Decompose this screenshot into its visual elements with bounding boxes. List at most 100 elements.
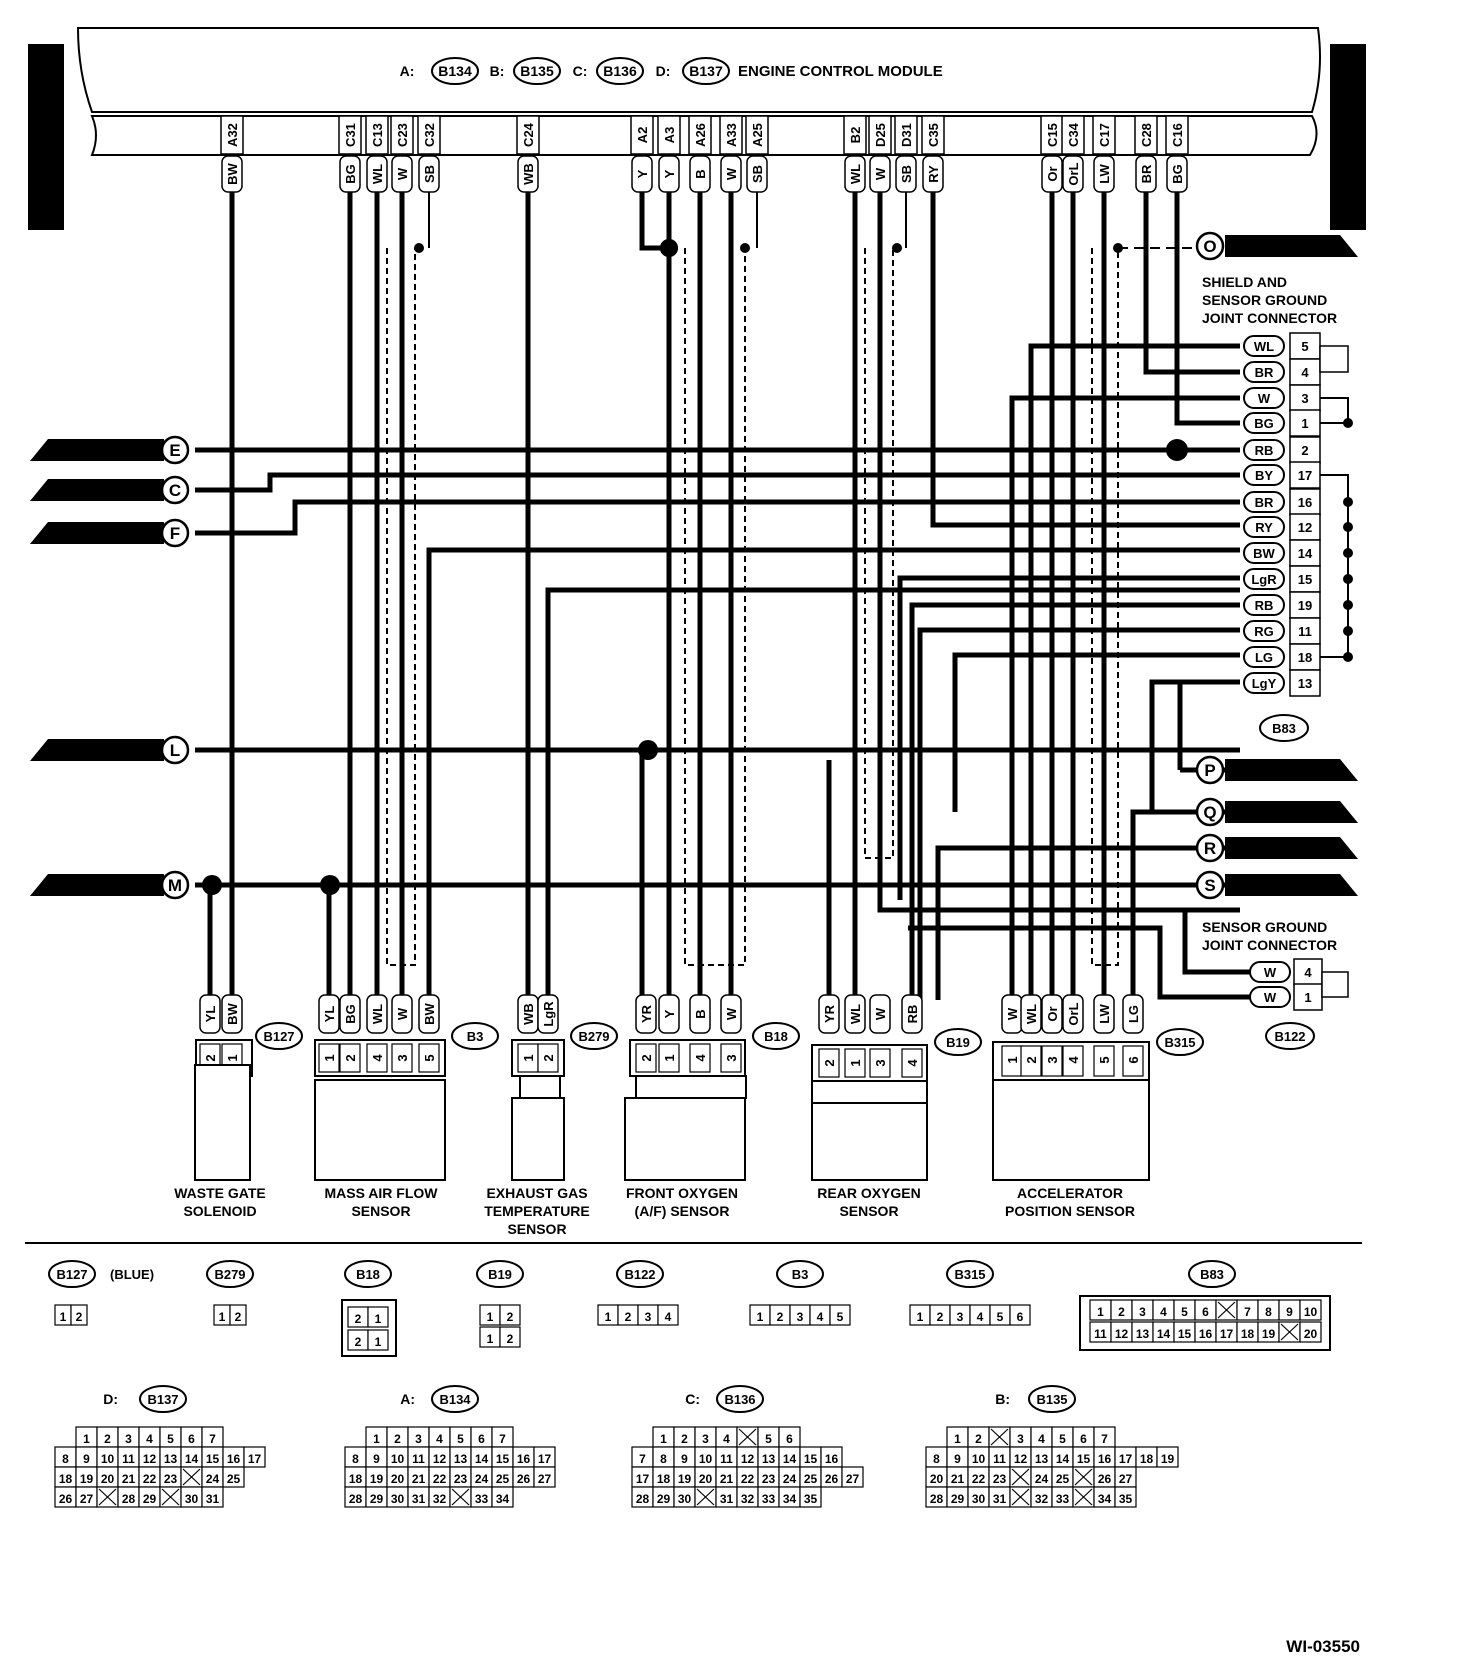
b83-pin-number: 19: [1298, 598, 1312, 613]
ecm-view-pin: 29: [951, 1492, 965, 1506]
component-body: [992, 1079, 1150, 1181]
ecm-view-pin: 8: [660, 1452, 667, 1466]
comp-wire-color: LgR: [541, 1001, 556, 1027]
ecm-view-pin: 20: [101, 1472, 115, 1486]
comp-wire-color: LG: [1126, 1005, 1141, 1023]
b19-view-pin: 2: [507, 1332, 514, 1346]
comp-wire-color: W: [1005, 1007, 1020, 1020]
right-ref-circle: [1195, 833, 1225, 863]
b3-view-pin: 1: [757, 1310, 764, 1324]
ecm-view-pin: 24: [783, 1472, 797, 1486]
ecm-pin-cell: [745, 115, 769, 155]
ecm-view-pin: 31: [720, 1492, 734, 1506]
b83-wire-color: LgR: [1251, 572, 1277, 587]
ecm-view-pin: 2: [975, 1432, 982, 1446]
blank-cell-mark: [738, 1428, 757, 1446]
comp-pin-cell: [818, 1048, 840, 1078]
ecm-view-pin: 35: [1119, 1492, 1133, 1506]
splice-dot: [892, 243, 902, 253]
ecm-view-pin: 30: [972, 1492, 986, 1506]
ecm-view-pin: 32: [433, 1492, 447, 1506]
comp-pin-cell: [635, 1043, 657, 1073]
ecm-view-pin: 21: [720, 1472, 734, 1486]
view-b83-oval: [1188, 1260, 1236, 1288]
ecm-view-pin: 2: [394, 1432, 401, 1446]
b83-wire-color: RG: [1254, 624, 1274, 639]
ecm-view-id: B136: [724, 1392, 755, 1407]
b18-view-pin: 1: [375, 1335, 382, 1349]
left-ref-arrow: [30, 479, 164, 501]
splice-dot: [1343, 574, 1353, 584]
connector-stem: [519, 1075, 561, 1099]
ecm-pin-cell: [365, 115, 389, 155]
ecm-pin-cell: [1134, 115, 1158, 155]
comp-wire-tag: [1041, 994, 1063, 1034]
wire: [908, 925, 1250, 1000]
wire: [877, 192, 1240, 913]
left-ref-circle: [160, 870, 190, 900]
ecm-view-pin: 33: [475, 1492, 489, 1506]
ecm-view-pin: 15: [1077, 1452, 1091, 1466]
comp-pin-cell: [339, 1043, 361, 1073]
ecm-view-pin: 16: [1098, 1452, 1112, 1466]
b83-view-pin: 4: [1160, 1305, 1167, 1319]
ecm-connector-id: B136: [603, 63, 637, 79]
view-b279-oval: [206, 1260, 254, 1288]
ecm-pin-number: C28: [1139, 123, 1154, 147]
ecm-view-cell: [491, 1486, 514, 1508]
b83-wire-color: RB: [1255, 598, 1274, 613]
b83-pin-number: 1: [1301, 416, 1308, 431]
b83-wire-tag: [1243, 361, 1285, 383]
b83-view-cell: [1299, 1321, 1322, 1343]
wire: [426, 547, 1240, 1000]
b122-view-pin: 1: [605, 1310, 612, 1324]
comp-wire-tag: [635, 994, 657, 1034]
ecm-pin-number: A32: [225, 123, 240, 147]
blank-cell-mark: [1217, 1301, 1236, 1319]
b315-view-pin: 2: [937, 1310, 944, 1324]
ecm-view-pin: 18: [59, 1472, 73, 1486]
ecm-view-pin: 7: [209, 1432, 216, 1446]
ecm-view-pin: 17: [538, 1452, 552, 1466]
left-ref-circle: [160, 518, 190, 548]
right-ref-label: E/G(TB)-09: [1246, 238, 1319, 254]
connector-stem: [635, 1075, 747, 1099]
shield-connector-title: JOINT CONNECTOR: [1202, 310, 1337, 326]
ecm-view-pin: 21: [412, 1472, 426, 1486]
component-body: [811, 1102, 928, 1181]
comp-pin-cell: [1062, 1045, 1084, 1077]
comp-id-oval: [1156, 1028, 1204, 1056]
ecm-view-pin: 18: [349, 1472, 363, 1486]
left-ref-arrow: [30, 739, 164, 761]
splice-dot: [1343, 497, 1353, 507]
comp-pin-number: 1: [225, 1054, 240, 1061]
comp-wire-color: OrL: [1066, 1002, 1081, 1025]
b83-wire-tag: [1243, 335, 1285, 357]
connector-id-oval: [596, 57, 644, 85]
blank-cell-mark: [1074, 1488, 1093, 1506]
b127-view-cell: [70, 1304, 88, 1326]
b122-id: B122: [1274, 1029, 1305, 1044]
connector-id-oval: [513, 57, 561, 85]
left-ref-circle: [160, 435, 190, 465]
ecm-view-prefix: B:: [995, 1391, 1010, 1407]
connector-stem: [811, 1080, 928, 1104]
ecm-view-pin: 28: [930, 1492, 944, 1506]
ecm-pin-cell: [843, 115, 867, 155]
wire-color: Y: [635, 169, 650, 178]
wire-color: BG: [1170, 164, 1185, 184]
b83-wire-tag: [1243, 672, 1285, 694]
left-ref-label: E/G(TB)-03: [72, 877, 145, 893]
ecm-view-pin: 10: [972, 1452, 986, 1466]
ecm-view-pin: 25: [1056, 1472, 1070, 1486]
comp-pin-number: 3: [724, 1054, 739, 1061]
ecm-view-cell: [1114, 1486, 1137, 1508]
b127-view-pin: 2: [76, 1310, 83, 1324]
ground-connector-title: SENSOR GROUND: [1202, 919, 1327, 935]
b315-view-pin: 6: [1017, 1310, 1024, 1324]
comp-pin-number: 6: [1126, 1056, 1141, 1063]
b83-wire-tag: [1243, 439, 1285, 461]
ecm-view-pin: 5: [167, 1432, 174, 1446]
b3-view-pin: 3: [797, 1310, 804, 1324]
ecm-view-pin: 6: [188, 1432, 195, 1446]
